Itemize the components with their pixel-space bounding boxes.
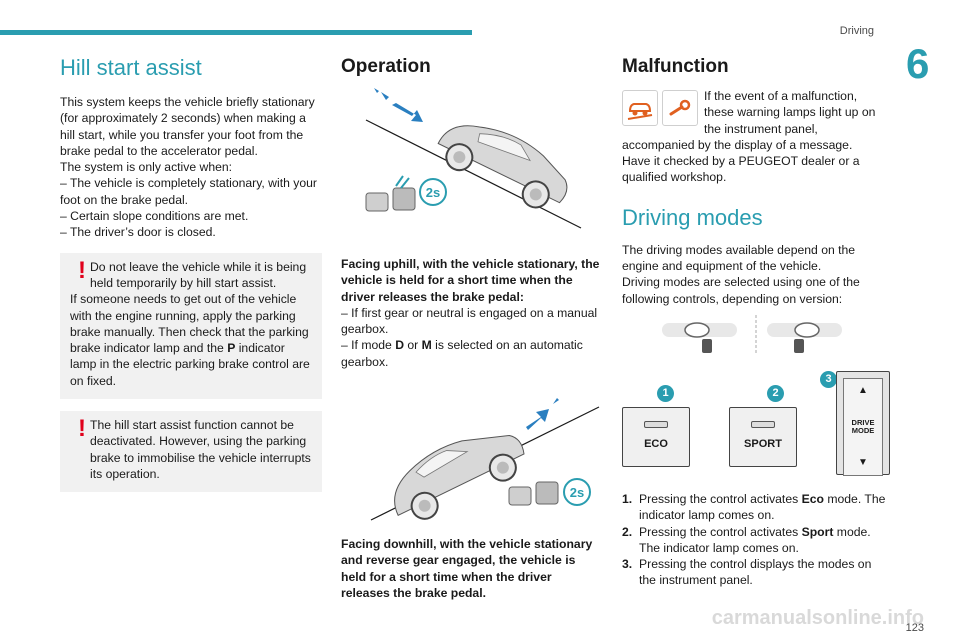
column-hill-start: Hill start assist This system keeps the … [60, 54, 322, 493]
operation-title: Operation [341, 56, 431, 77]
steering-illustration [622, 313, 890, 365]
mode-list: 1. Pressing the control activates Eco mo… [622, 491, 890, 589]
uphill-caption: Facing uphill, with the vehicle stationa… [341, 257, 600, 304]
warning-icon: ! [78, 415, 86, 443]
sport-control[interactable]: 2 SPORT [729, 384, 797, 475]
condition-3: – The driver’s door is closed. [60, 225, 216, 240]
arrow-icon [526, 409, 549, 431]
arrow-icon [392, 103, 423, 122]
warning-1-first: Do not leave the vehicle while it is bei… [90, 259, 307, 290]
warning-box-2: ! The hill start assist function cannot … [60, 411, 322, 493]
warning-icon: ! [78, 256, 86, 284]
modes-intro-2: Driving modes are selected using one of … [622, 275, 860, 306]
modes-intro-1: The driving modes available depend on th… [622, 242, 856, 274]
dealer-text: Have it checked by a PEUGEOT dealer or a… [622, 154, 860, 185]
warning-lamps [622, 90, 698, 126]
hill-assist-lamp-icon [622, 90, 658, 126]
uphill-item-2: – If mode D or M is selected on an autom… [341, 338, 583, 369]
badge-3: 3 [820, 370, 837, 388]
wrench-lamp-icon [662, 90, 698, 126]
chapter-number: 6 [906, 40, 930, 87]
hill-start-title: Hill start assist [60, 55, 202, 80]
header-accent-bar [0, 30, 472, 35]
uphill-item-1: – If first gear or neutral is engaged on… [341, 305, 598, 337]
list-item: 1. Pressing the control activates Eco mo… [622, 491, 886, 523]
badge-2: 2 [767, 384, 784, 402]
malfunction-title: Malfunction [622, 56, 729, 77]
downhill-caption: Facing downhill, with the vehicle statio… [341, 537, 593, 600]
page-number: 123 [905, 622, 924, 634]
drive-label: DRIVE [851, 417, 875, 427]
driving-modes-title: Driving modes [622, 204, 763, 230]
arrow-down-icon: ▼ [858, 456, 868, 468]
pedal-icon [365, 192, 389, 212]
timer-icon [419, 178, 447, 206]
watermark: carmanualsonline.info [711, 607, 924, 629]
downhill-illustration: 2s [341, 392, 603, 522]
active-when: The system is only active when: [60, 160, 233, 175]
uphill-illustration: 2s [341, 88, 603, 238]
eco-label: ECO [644, 438, 668, 451]
list-item: 2. Pressing the control activates Sport … [622, 524, 871, 555]
sport-label: SPORT [744, 438, 782, 451]
list-item: 3. Pressing the control displays the mod… [622, 557, 872, 588]
mode-controls: 1 ECO 2 SPORT 3 ▲ DRIVE MODE [622, 370, 890, 476]
arrow-up-icon: ▲ [858, 384, 868, 396]
pedal-icon [508, 486, 532, 506]
hill-start-intro: This system keeps the vehicle briefly st… [60, 95, 315, 158]
column-operation: Operation 2s Facing uphill, with the veh… [341, 54, 603, 601]
condition-2: – Certain slope conditions are met. [60, 209, 249, 224]
badge-1: 1 [657, 384, 674, 402]
malfunction-text: If the event of a malfunction, these war… [622, 89, 876, 152]
timer-icon [563, 478, 591, 507]
column-malfunction: Malfunction If the event of a malfunctio… [622, 54, 890, 589]
drive-mode-control[interactable]: 3 ▲ DRIVE MODE ▼ [820, 370, 890, 476]
svg-text:2s: 2s [570, 485, 584, 500]
eco-control[interactable]: 1 ECO [622, 384, 690, 475]
warning-box-1: ! Do not leave the vehicle while it is b… [60, 252, 322, 400]
svg-text:2s: 2s [426, 185, 440, 200]
warning-1-rest: If someone needs to get out of the vehic… [70, 292, 310, 388]
mode-label: MODE [851, 425, 875, 435]
section-title: Driving [839, 25, 874, 37]
warning-2-text: The hill start assist function cannot be… [90, 418, 311, 481]
condition-1: – The vehicle is completely stationary, … [60, 176, 317, 207]
